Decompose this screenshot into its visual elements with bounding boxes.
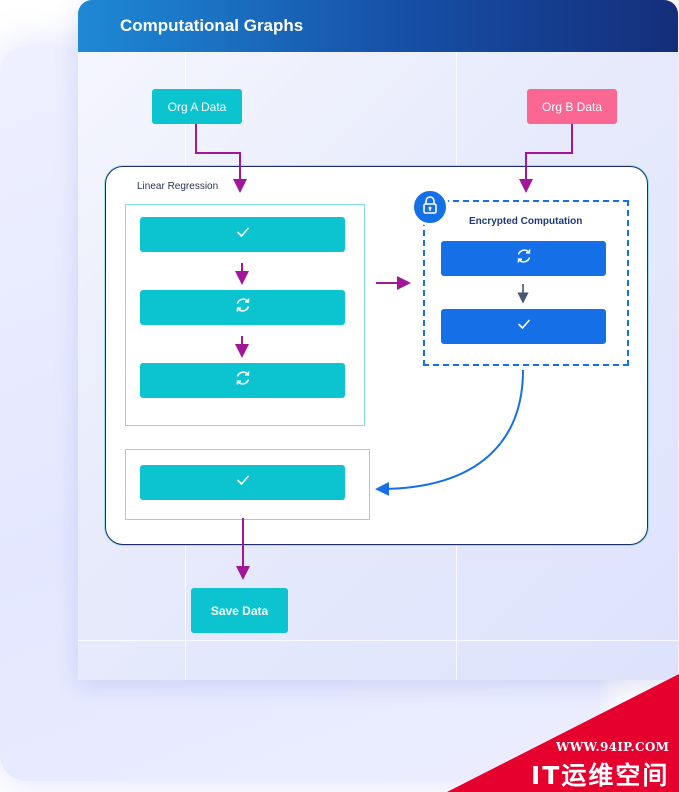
check-icon	[235, 472, 251, 493]
enc-step-2	[441, 309, 606, 344]
encrypted-computation-label: Encrypted Computation	[469, 216, 583, 227]
refresh-icon	[233, 368, 253, 393]
linear-regression-label: Linear Regression	[137, 181, 219, 192]
refresh-icon	[514, 246, 534, 271]
enc-step-1	[441, 241, 606, 276]
result-step	[140, 465, 345, 500]
refresh-icon	[233, 295, 253, 320]
save-data-node: Save Data	[191, 588, 288, 633]
lock-icon	[421, 195, 439, 220]
org-b-data-label: Org B Data	[541, 99, 603, 114]
lr-step-3	[140, 363, 345, 398]
watermark-url: WWW.94IP.COM	[556, 740, 670, 754]
save-data-label: Save Data	[210, 603, 269, 618]
check-icon	[516, 316, 532, 337]
org-a-data-label: Org A Data	[167, 99, 227, 114]
org-b-data-node: Org B Data	[527, 89, 617, 124]
decor-line	[78, 640, 678, 641]
window-title: Computational Graphs	[120, 16, 304, 35]
lr-step-1	[140, 217, 345, 252]
title-bar: Computational Graphs	[78, 0, 678, 52]
check-icon	[235, 224, 251, 245]
watermark-brand: IT运维空间	[531, 761, 670, 790]
org-a-data-node: Org A Data	[152, 89, 242, 124]
lock-badge	[411, 188, 449, 226]
watermark-corner	[447, 674, 679, 792]
lr-step-2	[140, 290, 345, 325]
